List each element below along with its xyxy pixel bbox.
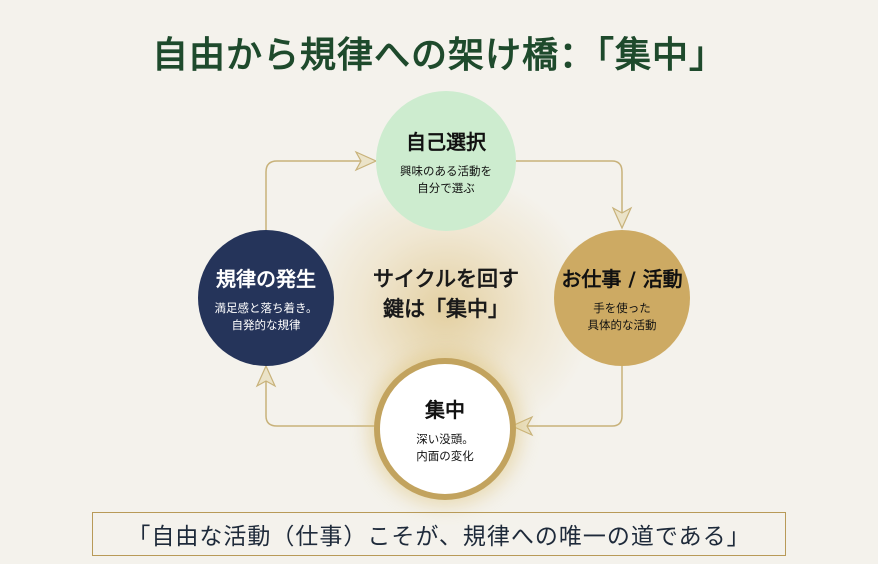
node-desc-1: 深い没頭。: [416, 431, 474, 446]
node-desc-1: 手を使った: [593, 300, 651, 315]
arrow-head-down: [611, 206, 633, 230]
arrow-head-right: [354, 150, 378, 172]
center-line-2: 鍵は「集中」: [383, 296, 509, 321]
node-heading: 集中: [425, 397, 465, 422]
arrow-head-up: [255, 364, 277, 388]
connector-bottom-to-left: [265, 372, 376, 427]
node-heading: 自己選択: [406, 129, 486, 154]
arrow-head-left: [510, 415, 534, 437]
connector-right-to-bottom: [512, 366, 623, 427]
connector-left-to-top: [265, 160, 370, 230]
node-work-activity: お仕事 / 活動 手を使った 具体的な活動: [554, 230, 690, 366]
quote-banner: 「自由な活動（仕事）こそが、規律への唯一の道である」: [92, 512, 786, 556]
quote-text: 「自由な活動（仕事）こそが、規律への唯一の道である」: [127, 524, 751, 550]
node-discipline: 規律の発生 満足感と落ち着き。 自発的な規律: [198, 230, 334, 366]
center-caption: サイクルを回す 鍵は「集中」: [356, 264, 536, 324]
connector-top-to-right: [516, 160, 623, 222]
node-desc-1: 興味のある活動を: [400, 163, 492, 178]
node-desc-1: 満足感と落ち着き。: [214, 300, 318, 315]
node-desc-2: 自分で選ぶ: [417, 180, 475, 195]
node-desc-2: 具体的な活動: [587, 317, 657, 332]
center-line-1: サイクルを回す: [373, 266, 519, 291]
node-desc-2: 自発的な規律: [231, 317, 301, 332]
page-title: 自由から規律への架け橋：「集中」: [151, 34, 726, 76]
node-concentration: 集中 深い没頭。 内面の変化: [374, 358, 516, 500]
node-heading: お仕事 / 活動: [561, 266, 683, 291]
node-heading: 規律の発生: [216, 266, 316, 291]
node-desc-2: 内面の変化: [416, 448, 474, 463]
node-self-selection: 自己選択 興味のある活動を 自分で選ぶ: [376, 91, 516, 231]
